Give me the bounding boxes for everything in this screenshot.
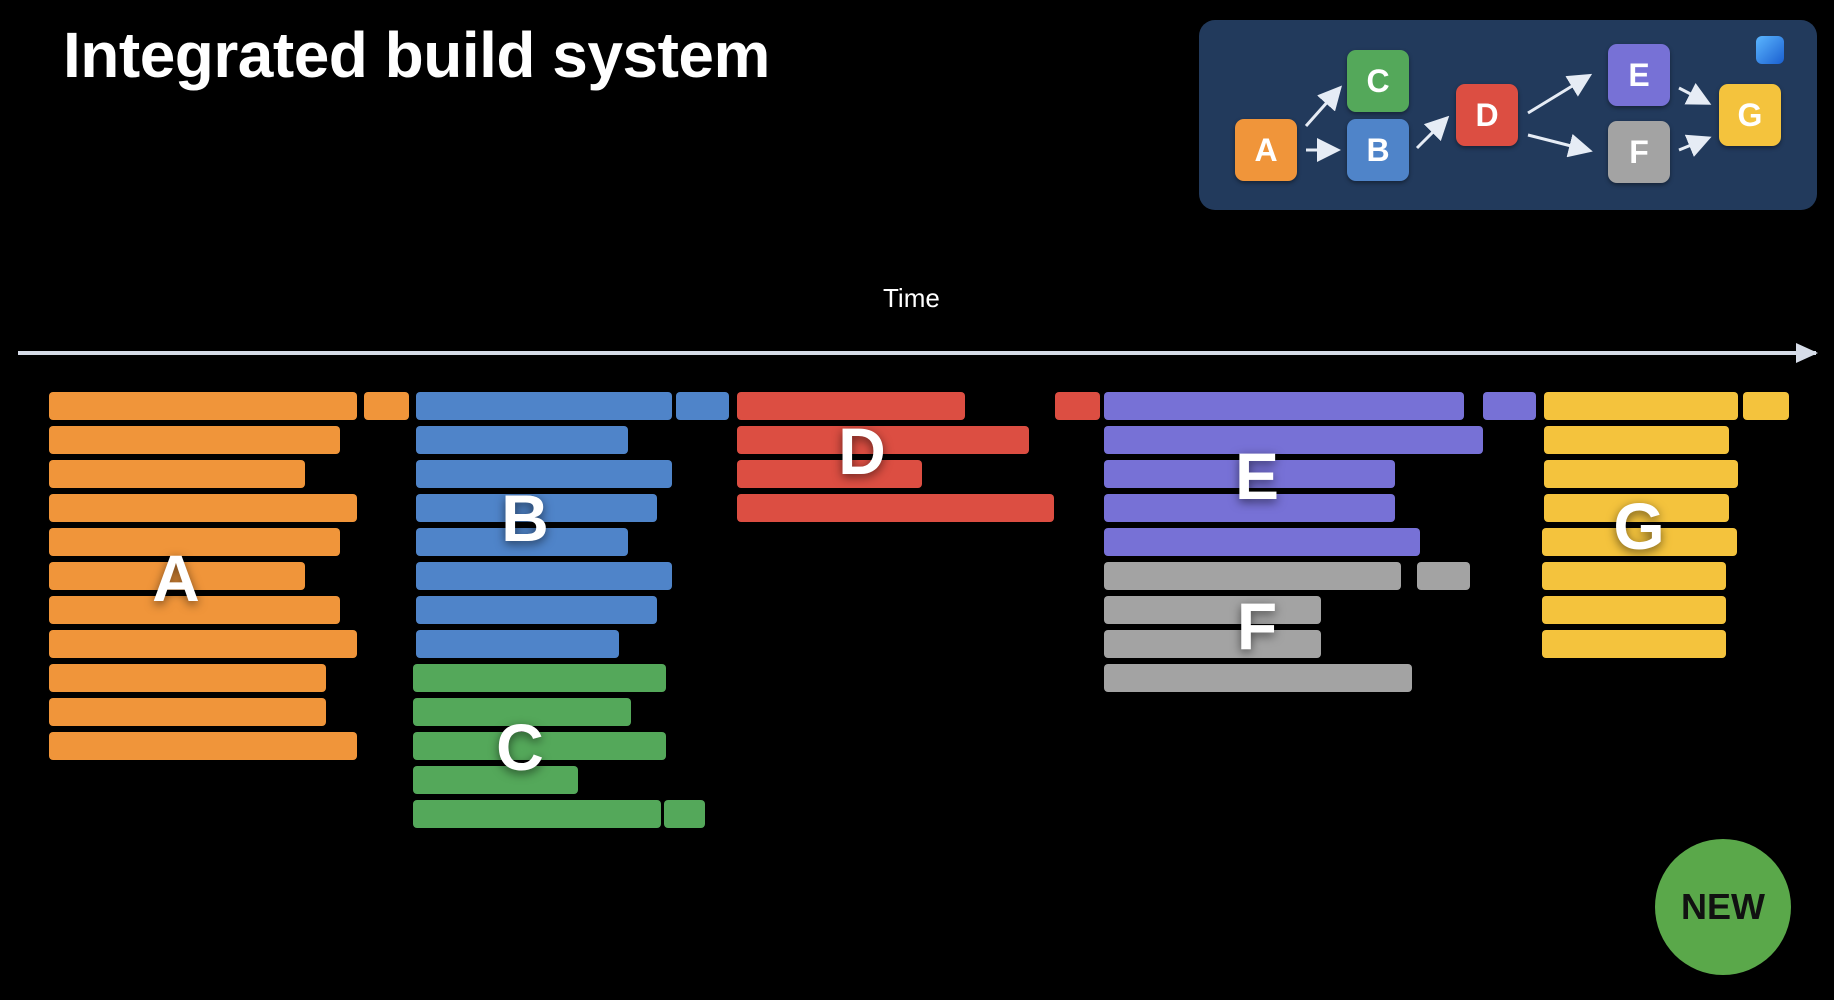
graph-node-c: C — [1347, 50, 1409, 112]
task-bar-e — [1104, 528, 1420, 556]
task-bar-g — [1544, 494, 1729, 522]
task-bar-f — [1104, 596, 1321, 624]
task-bar-c — [413, 766, 578, 794]
task-bar-a — [49, 630, 357, 658]
task-bar-d — [737, 460, 922, 488]
task-bar-b — [416, 426, 628, 454]
page-title: Integrated build system — [63, 19, 770, 91]
task-bar-b — [416, 528, 628, 556]
task-bar-f — [1104, 630, 1321, 658]
xcode-icon — [1756, 36, 1784, 64]
graph-node-a: A — [1235, 119, 1297, 181]
time-axis-label: Time — [883, 283, 940, 313]
task-bar-g — [1743, 392, 1789, 420]
edge-f-g — [1678, 134, 1712, 157]
graph-node-b: B — [1347, 119, 1409, 181]
task-bar-c — [413, 732, 666, 760]
time-axis-arrowhead — [1796, 343, 1818, 363]
task-bar-a — [49, 426, 340, 454]
new-badge: NEW — [1655, 839, 1791, 975]
task-bar-a — [49, 562, 305, 590]
dependency-graph-panel: A C B D E F G — [1199, 20, 1817, 210]
task-bar-e — [1104, 460, 1395, 488]
task-bar-e — [1104, 426, 1483, 454]
graph-node-e: E — [1608, 44, 1670, 106]
edge-d-e — [1527, 73, 1593, 115]
task-bar-e — [1104, 392, 1464, 420]
group-label-f: F — [1236, 589, 1278, 663]
task-bar-b — [676, 392, 729, 420]
task-bar-g — [1542, 528, 1737, 556]
task-bar-d — [737, 426, 1029, 454]
task-bar-f — [1104, 562, 1401, 590]
edge-a-c — [1304, 85, 1342, 127]
task-bar-a — [49, 664, 326, 692]
task-bar-g — [1542, 630, 1726, 658]
group-label-d: D — [838, 414, 886, 488]
group-label-b: B — [501, 481, 549, 555]
task-bar-g — [1544, 460, 1738, 488]
edge-e-g — [1678, 83, 1712, 105]
task-bar-d — [1055, 392, 1100, 420]
task-bar-a — [49, 494, 357, 522]
task-bar-c — [413, 800, 661, 828]
task-bar-g — [1544, 392, 1738, 420]
time-axis — [18, 351, 1816, 355]
task-bar-g — [1542, 562, 1726, 590]
task-bar-a — [49, 528, 340, 556]
task-bar-b — [416, 596, 657, 624]
task-bar-b — [416, 460, 672, 488]
task-bar-b — [416, 392, 672, 420]
task-bar-g — [1542, 596, 1726, 624]
task-bar-a — [49, 392, 357, 420]
task-bar-f — [1417, 562, 1470, 590]
task-bar-b — [416, 494, 657, 522]
edge-d-f — [1527, 133, 1593, 158]
group-label-e: E — [1234, 439, 1280, 513]
task-bar-a — [49, 698, 326, 726]
group-label-g: G — [1613, 489, 1665, 563]
task-bar-a — [49, 732, 357, 760]
task-bar-a — [364, 392, 409, 420]
task-bar-d — [737, 392, 965, 420]
task-bar-a — [49, 596, 340, 624]
graph-node-d: D — [1456, 84, 1518, 146]
task-bar-c — [413, 698, 631, 726]
task-bar-f — [1104, 664, 1412, 692]
dependency-arrows — [1304, 73, 1712, 162]
task-bar-a — [49, 460, 305, 488]
task-bar-e — [1483, 392, 1536, 420]
task-bar-g — [1544, 426, 1729, 454]
task-bar-c — [664, 800, 705, 828]
graph-node-f: F — [1608, 121, 1670, 183]
task-bar-e — [1104, 494, 1395, 522]
group-label-a: A — [152, 541, 200, 615]
task-bar-b — [416, 630, 619, 658]
task-bar-c — [413, 664, 666, 692]
edge-b-d — [1415, 115, 1450, 150]
group-label-c: C — [496, 710, 544, 784]
graph-node-g: G — [1719, 84, 1781, 146]
task-bar-b — [416, 562, 672, 590]
task-bar-d — [737, 494, 1054, 522]
